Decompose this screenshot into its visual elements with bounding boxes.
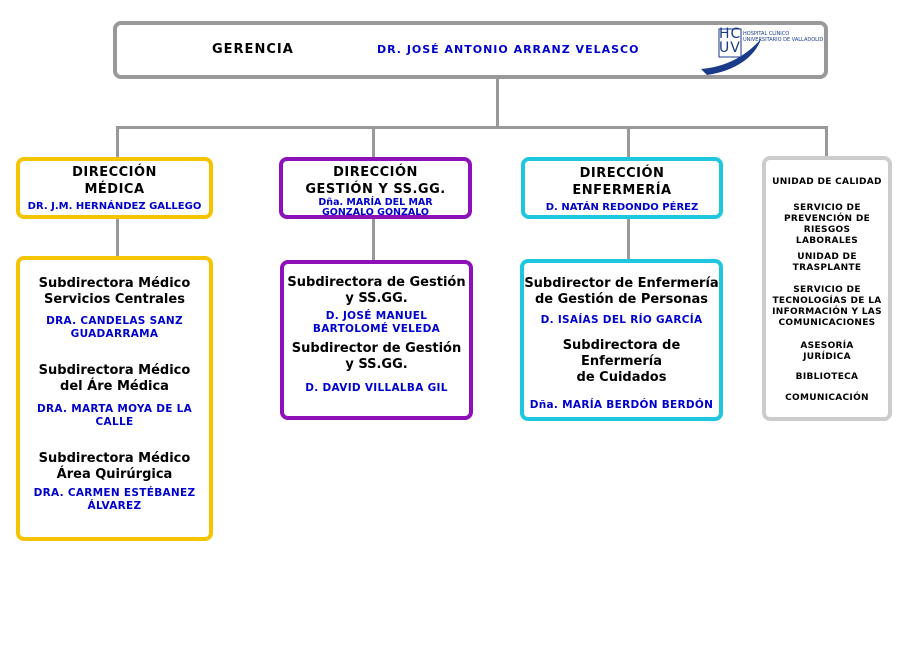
medica-sub-2: Subdirectora Médico del Áre Médica DRA. … — [20, 363, 209, 429]
logo-text-line2: UNIVERSITARIO DE VALLADOLID — [743, 37, 824, 43]
enfermeria-title2: ENFERMERÍA — [572, 183, 672, 198]
unit-prevencion-1: SERVICIO DE — [793, 203, 861, 213]
hospital-logo: HC UV HOSPITAL CLÍNICO UNIVERSITARIO DE … — [695, 27, 823, 75]
unit-asesoria-2: JURÍDICA — [803, 352, 851, 362]
gestion-title2: GESTIÓN Y SS.GG. — [305, 182, 446, 197]
gestion-director1: Dña. MARÍA DEL MAR — [318, 197, 433, 208]
hospital-logo-icon — [701, 28, 761, 75]
gestion-sub-1: Subdirectora de Gestión y SS.GG. D. JOSÉ… — [284, 275, 469, 336]
logo-text-line1: HOSPITAL CLÍNICO — [743, 31, 790, 37]
medica-sub2-title2: del Áre Médica — [60, 379, 169, 394]
unit-tic-2: TECNOLOGÍAS DE LA — [772, 296, 882, 306]
enfermeria-title1: DIRECCIÓN — [579, 166, 665, 181]
medica-subdirecciones-box: Subdirectora Médico Servicios Centrales … — [16, 256, 213, 541]
connector-horizontal — [116, 126, 828, 129]
logo-letters-bottom: UV — [719, 40, 741, 56]
gestion-sub2-title1: Subdirector de Gestión — [291, 341, 462, 356]
enfermeria-sub-2: Subdirectora de Enfermería de Cuidados D… — [524, 338, 719, 412]
unit-prevencion-2: PREVENCIÓN DE — [783, 214, 871, 224]
medica-sub2-name1: DRA. MARTA MOYA DE LA — [36, 403, 193, 415]
gestion-subdirecciones-box: Subdirectora de Gestión y SS.GG. D. JOSÉ… — [280, 260, 473, 420]
enfermeria-subdirecciones-box: Subdirector de Enfermería de Gestión de … — [520, 259, 723, 421]
medica-title1: DIRECCIÓN — [72, 165, 157, 180]
medica-sub1-name1: DRA. CANDELAS SANZ — [46, 315, 183, 327]
medica-sub2-title1: Subdirectora Médico — [38, 363, 191, 378]
connector-medica-up — [116, 126, 119, 159]
connector-gestion-up — [372, 126, 375, 159]
medica-title2: MÉDICA — [84, 182, 145, 197]
gestion-sub-2: Subdirector de Gestión y SS.GG. D. DAVID… — [284, 341, 469, 395]
gestion-sub2-name1: D. DAVID VILLALBA GIL — [305, 382, 448, 394]
enfermeria-director: D. NATÁN REDONDO PÉREZ — [545, 202, 699, 213]
medica-sub2-name2: CALLE — [95, 416, 134, 428]
medica-sub3-name1: DRA. CARMEN ESTÉBANEZ — [33, 487, 196, 499]
medica-sub3-title2: Área Quirúrgica — [56, 467, 173, 482]
connector-medica-down — [116, 218, 119, 258]
unidades-box: UNIDAD DE CALIDAD SERVICIO DE PREVENCIÓN… — [762, 156, 892, 421]
gestion-sub2-title2: y SS.GG. — [345, 357, 408, 372]
connector-units-up — [825, 126, 828, 159]
gestion-director2: GONZALO GONZALO — [321, 207, 430, 218]
connector-header-down — [496, 78, 499, 128]
direccion-medica-box: DIRECCIÓN MÉDICA DR. J.M. HERNÁNDEZ GALL… — [16, 157, 213, 219]
enfermeria-sub1-name1: D. ISAÍAS DEL RÍO GARCÍA — [540, 314, 703, 326]
medica-sub1-title1: Subdirectora Médico — [38, 276, 191, 291]
connector-enfermeria-down — [627, 218, 630, 262]
enfermeria-sub2-title2: de Cuidados — [576, 370, 667, 385]
unit-calidad: UNIDAD DE CALIDAD — [772, 177, 882, 187]
medica-sub-3: Subdirectora Médico Área Quirúrgica DRA.… — [20, 451, 209, 513]
unit-prevencion-4: LABORALES — [795, 236, 859, 246]
enfermeria-sub2-title1: Subdirectora de Enfermería — [562, 338, 681, 369]
unit-tic-3: INFORMACIÓN Y LAS — [772, 307, 882, 317]
unit-tic-1: SERVICIO DE — [793, 285, 861, 295]
gestion-sub1-title1: Subdirectora de Gestión — [287, 275, 466, 290]
medica-sub-1: Subdirectora Médico Servicios Centrales … — [20, 276, 209, 341]
connector-enfermeria-up — [627, 126, 630, 159]
gerencia-director: DR. JOSÉ ANTONIO ARRANZ VELASCO — [377, 43, 640, 56]
enfermeria-sub1-title1: Subdirector de Enfermería — [524, 276, 719, 291]
unit-tic-4: COMUNICACIONES — [778, 318, 876, 328]
unit-biblioteca: BIBLIOTECA — [795, 372, 859, 382]
medica-sub3-name2: ÁLVAREZ — [87, 500, 142, 512]
direccion-enfermeria-box: DIRECCIÓN ENFERMERÍA D. NATÁN REDONDO PÉ… — [521, 157, 723, 219]
gestion-sub1-name2: BARTOLOMÉ VELEDA — [312, 323, 441, 335]
medica-sub1-name2: GUADARRAMA — [70, 328, 159, 340]
gerencia-label: GERENCIA — [212, 42, 294, 57]
unit-prevencion-3: RIESGOS — [803, 225, 851, 235]
enfermeria-sub-1: Subdirector de Enfermería de Gestión de … — [524, 276, 719, 327]
unit-comunicacion: COMUNICACIÓN — [785, 393, 869, 403]
logo-letters-top: HC — [719, 26, 742, 42]
medica-sub3-title1: Subdirectora Médico — [38, 451, 191, 466]
medica-director: DR. J.M. HERNÁNDEZ GALLEGO — [27, 201, 202, 212]
medica-sub1-title2: Servicios Centrales — [44, 292, 185, 307]
direccion-gestion-box: DIRECCIÓN GESTIÓN Y SS.GG. Dña. MARÍA DE… — [279, 157, 472, 219]
gestion-title1: DIRECCIÓN — [333, 165, 418, 180]
enfermeria-sub1-title2: de Gestión de Personas — [534, 292, 709, 307]
unit-trasplante-2: TRASPLANTE — [792, 263, 862, 273]
enfermeria-sub2-name1: Dña. MARÍA BERDÓN BERDÓN — [529, 399, 714, 411]
unit-asesoria-1: ASESORÍA — [800, 341, 854, 351]
gestion-sub1-name1: D. JOSÉ MANUEL — [325, 310, 428, 322]
connector-gestion-down — [372, 218, 375, 262]
unit-trasplante-1: UNIDAD DE — [797, 252, 857, 262]
gestion-sub1-title2: y SS.GG. — [345, 291, 408, 306]
gerencia-box: GERENCIA DR. JOSÉ ANTONIO ARRANZ VELASCO… — [113, 21, 828, 79]
